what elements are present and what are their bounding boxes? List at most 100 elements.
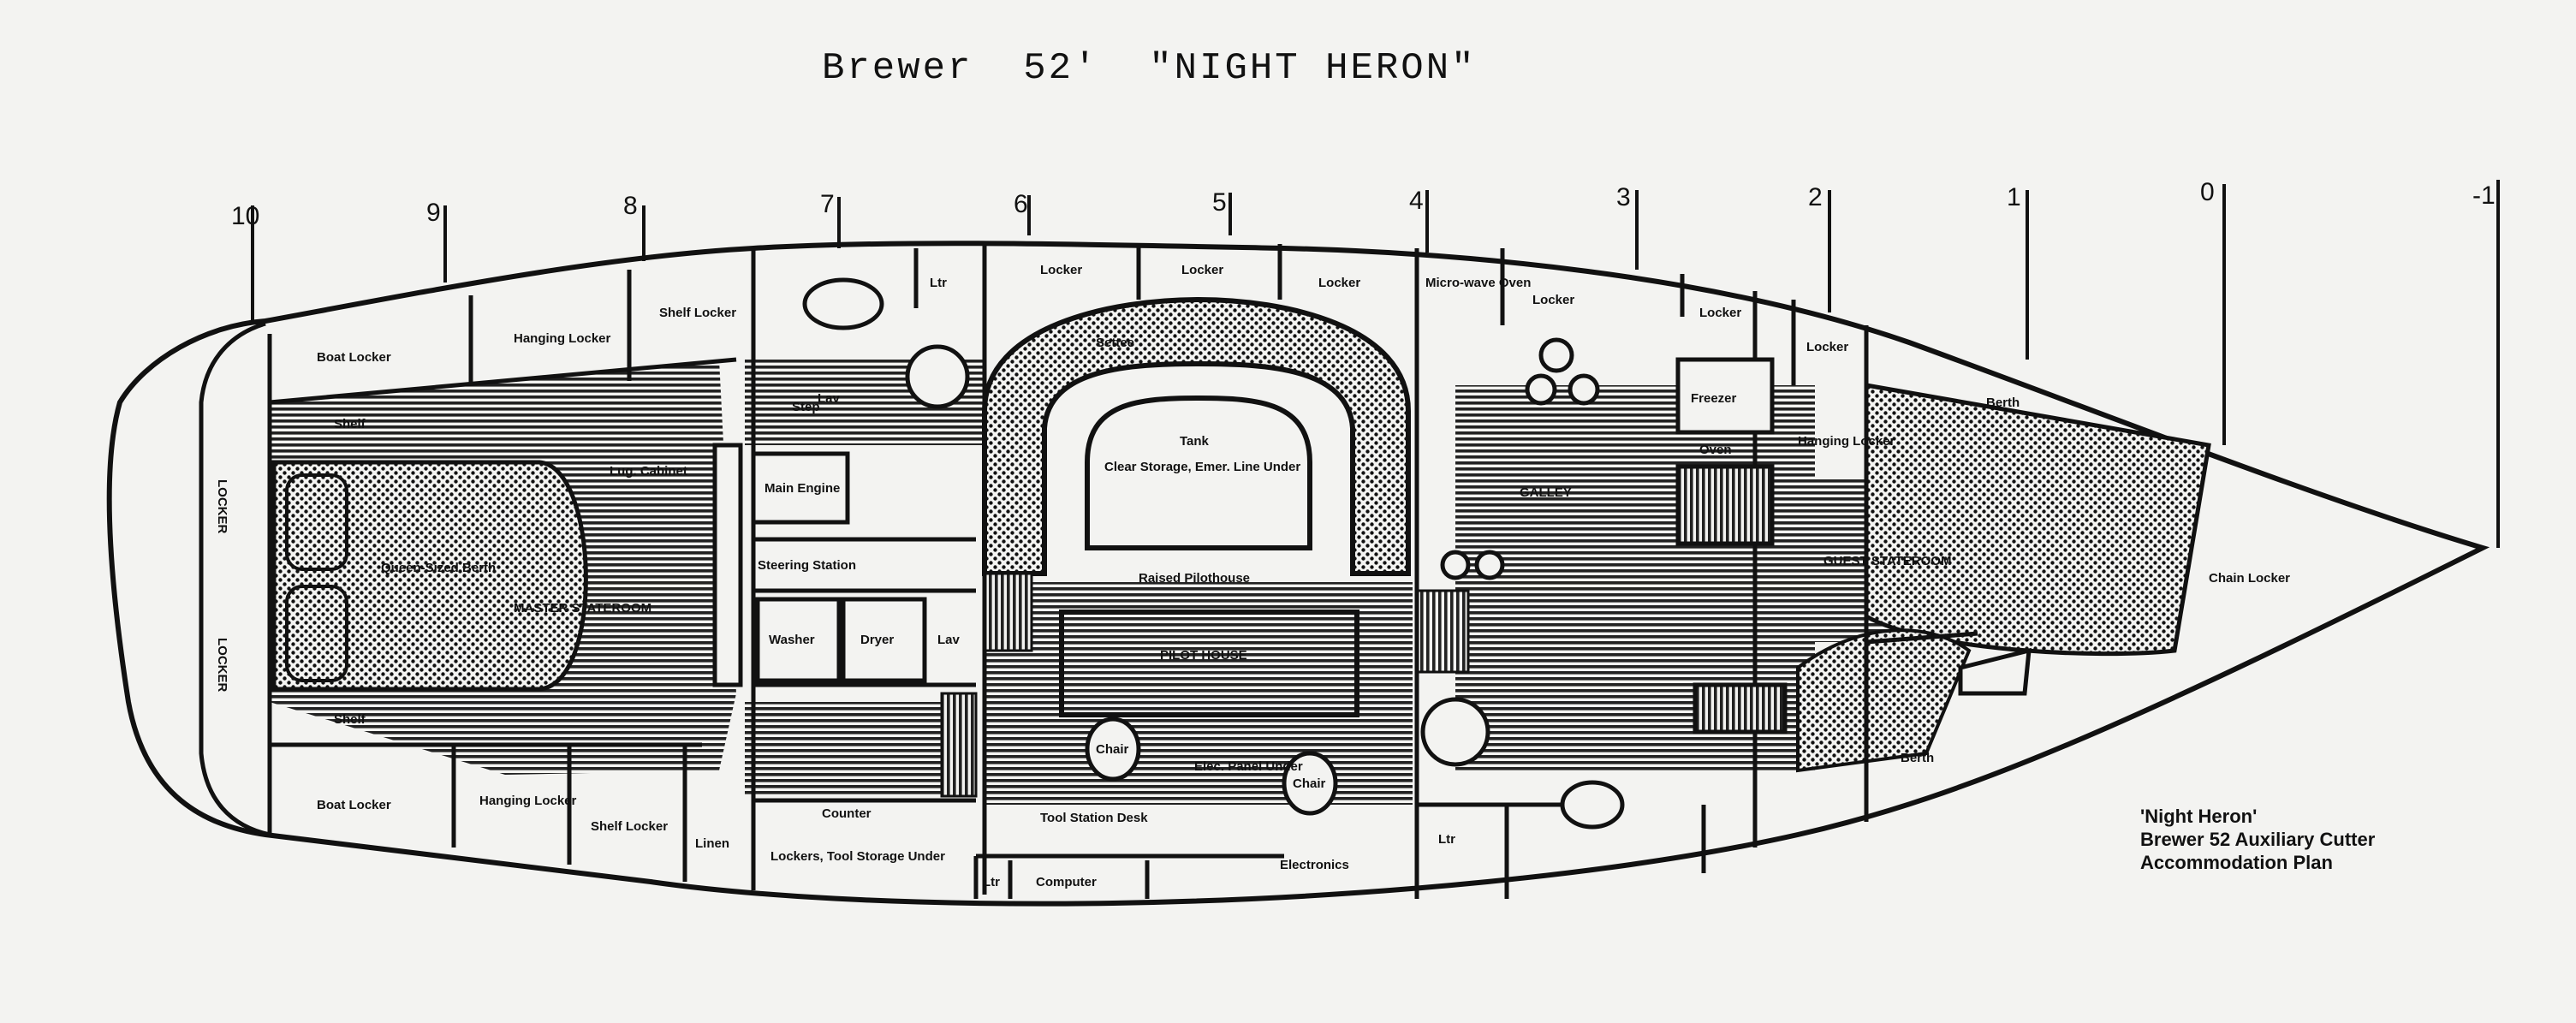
room-labels: Boat Locker Hanging Locker Shelf Locker … xyxy=(215,263,2290,889)
steps-vertical xyxy=(1415,589,1470,674)
saloon-tank xyxy=(1085,395,1312,550)
ltr-bottom-right-label: Ltr xyxy=(1438,832,1455,847)
passage-floor xyxy=(745,702,942,796)
station-number-9: 9 xyxy=(426,199,441,227)
dryer-label: Dryer xyxy=(860,633,894,647)
caption-line-2: Brewer 52 Auxiliary Cutter xyxy=(2140,829,2376,850)
pillow xyxy=(285,473,348,571)
steps-vertical xyxy=(940,692,978,798)
drawing-title: Brewer 52' "NIGHT HERON" xyxy=(822,47,1477,90)
chair-2-shape xyxy=(1282,751,1338,816)
master-stateroom-label: MASTER STATEROOM xyxy=(514,601,651,616)
pilot-house-table xyxy=(1059,610,1359,717)
locker-5-label: Locker xyxy=(1699,306,1741,320)
galley-sink xyxy=(1474,550,1505,580)
bow-locker-wall xyxy=(199,321,271,837)
station-number-1: 1 xyxy=(2007,183,2021,211)
caption-line-1: 'Night Heron' xyxy=(2140,806,2258,827)
station-number-8: 8 xyxy=(623,192,638,220)
lug-cabinet-label: Lug. Cabinet xyxy=(610,464,687,479)
stove-burner xyxy=(1538,337,1574,373)
oven-box xyxy=(1675,464,1775,546)
guest-stateroom-label: GUEST STATEROOM xyxy=(1823,554,1951,568)
tool-station-label: Tool Station Desk xyxy=(1040,811,1148,825)
electronics-label: Electronics xyxy=(1280,858,1349,872)
shelf-bottom-label: Shelf xyxy=(334,712,366,727)
locker-3-label: Locker xyxy=(1318,276,1360,290)
aft-sink xyxy=(1560,780,1625,830)
stove-burner xyxy=(1568,373,1600,406)
chair-2-label: Chair xyxy=(1293,776,1326,791)
counter-label: Counter xyxy=(822,806,872,821)
washer-box xyxy=(755,597,842,683)
tank-label: Tank xyxy=(1180,434,1210,449)
berth-right-label: Berth xyxy=(1901,751,1934,765)
linen-label: Linen xyxy=(695,836,729,851)
berth-top-right-label: Berth xyxy=(1986,396,2020,410)
shelf-locker-bottom-label: Shelf Locker xyxy=(591,819,668,834)
station-number-minus1: -1 xyxy=(2472,181,2496,210)
raised-pilot-label: Raised Pilothouse xyxy=(1139,571,1250,586)
ltr-top-label: Ltr xyxy=(930,276,947,290)
station-number-10: 10 xyxy=(231,202,259,230)
locker-6-label: Locker xyxy=(1806,340,1848,354)
toilet xyxy=(905,344,970,409)
lav-top-label: Lav xyxy=(818,391,841,406)
freezer-label: Freezer xyxy=(1691,391,1737,406)
locker-vertical-1-label: LOCKER xyxy=(215,479,229,534)
locker-1-label: Locker xyxy=(1040,263,1082,277)
locker-2-label: Locker xyxy=(1181,263,1223,277)
electrical-box xyxy=(1693,682,1788,735)
shelf-locker-fwd-label: Shelf Locker xyxy=(659,306,736,320)
lav-mid-label: Lav xyxy=(937,633,961,647)
sink-fwd-head xyxy=(802,277,884,330)
station-number-5: 5 xyxy=(1212,188,1227,217)
queen-berth xyxy=(271,460,588,692)
hanging-locker-aft-label: Hanging Locker xyxy=(1798,434,1895,449)
stove-burner xyxy=(1525,373,1557,406)
hanging-locker-fwd-label: Hanging Locker xyxy=(514,331,611,346)
galley-label: GALLEY xyxy=(1520,485,1572,500)
station-lines xyxy=(251,180,2500,548)
locker-vertical-2-label: LOCKER xyxy=(215,638,229,693)
step-label: Step xyxy=(792,400,820,414)
dryer-box xyxy=(841,597,927,683)
lug-cabinet xyxy=(712,443,743,687)
main-engine-label: Main Engine xyxy=(764,481,840,496)
hull-outline xyxy=(106,241,2490,907)
pillow xyxy=(285,585,348,682)
ltr-bottom-label: Ltr xyxy=(983,875,1000,889)
steps-vertical xyxy=(983,572,1033,652)
freezer-box xyxy=(1675,357,1775,435)
hanging-locker-bottom-label: Hanging Locker xyxy=(479,794,577,808)
pilot-house-label: PILOT HOUSE xyxy=(1160,648,1247,663)
chair-1-label: Chair xyxy=(1096,742,1129,757)
galley-sink xyxy=(1440,550,1471,580)
shelf-top-label: Shelf xyxy=(334,417,366,431)
tank-detail-label: Clear Storage, Emer. Line Under xyxy=(1104,460,1300,474)
fixtures xyxy=(712,277,2032,830)
caption-line-3: Accommodation Plan xyxy=(2140,852,2333,873)
guest-berth xyxy=(1864,383,2211,657)
step-dots xyxy=(1796,628,1972,773)
station-number-7: 7 xyxy=(820,190,835,218)
station-number-3: 3 xyxy=(1616,183,1631,211)
partitions xyxy=(267,244,1978,899)
main-engine-box xyxy=(751,451,850,525)
microwave-label: Micro-wave Oven xyxy=(1425,276,1531,290)
head-sink xyxy=(1420,697,1490,767)
computer-label: Computer xyxy=(1036,875,1097,889)
settee-label: Settee xyxy=(1096,336,1134,350)
queen-berth-label: Queen-Sized Berth xyxy=(381,561,496,575)
boat-locker-fwd-label: Boat Locker xyxy=(317,350,391,365)
chair-1-shape xyxy=(1085,717,1141,782)
station-number-4: 4 xyxy=(1409,187,1424,215)
side-panel-label: Elec. Panel Under xyxy=(1194,759,1303,774)
station-number-6: 6 xyxy=(1014,190,1028,218)
oven-label: Oven xyxy=(1699,443,1732,457)
boat-locker-aft-label: Boat Locker xyxy=(317,798,391,812)
station-number-0: 0 xyxy=(2200,178,2215,206)
station-numbers: 10 9 8 7 6 5 4 3 2 1 0 -1 xyxy=(231,178,2496,230)
u-settee xyxy=(982,296,1411,576)
